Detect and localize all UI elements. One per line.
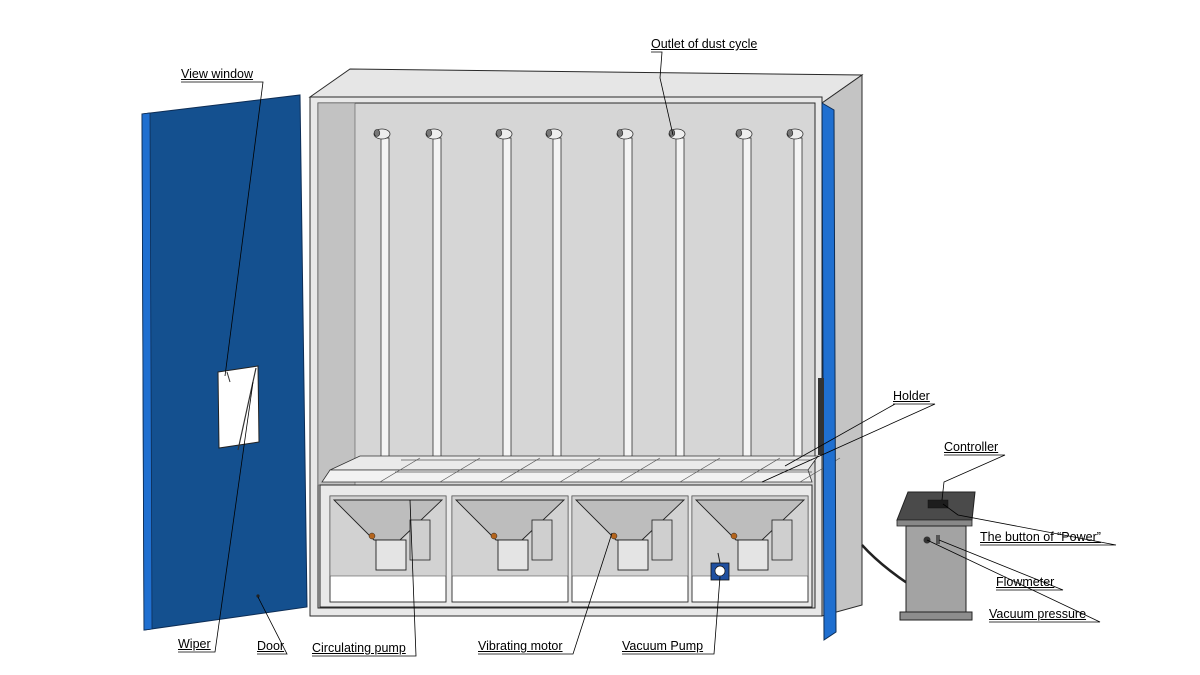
hopper-compartments <box>319 484 813 608</box>
label-circulating-pump: Circulating pump <box>312 641 406 655</box>
hopper-bay <box>691 495 809 603</box>
label-view-window: View window <box>181 67 254 81</box>
outlet-icon <box>495 129 503 137</box>
label-controller: Controller <box>944 440 999 454</box>
open-door <box>141 94 308 631</box>
hopper-bay <box>571 495 689 603</box>
outlet-icon <box>786 129 794 137</box>
label-wiper: Wiper <box>178 637 211 651</box>
outlet-icon <box>373 129 381 137</box>
motor-icon <box>730 532 738 540</box>
hopper-bay <box>451 495 569 603</box>
tube <box>616 128 634 469</box>
label-holder: Holder <box>893 389 930 403</box>
view-window-pane <box>217 365 260 449</box>
outlet-icon <box>425 129 433 137</box>
label-outlet-of-dust-cycle: Outlet of dust cycle <box>651 37 758 51</box>
vacuum-gauge-icon <box>936 535 940 544</box>
label-power-button: The button of “Power” <box>980 530 1101 544</box>
outlet-icon <box>545 129 553 137</box>
motor-icon <box>490 532 498 540</box>
label-vacuum-pressure: Vacuum pressure <box>989 607 1087 621</box>
label-vacuum-pump: Vacuum Pump <box>622 639 704 653</box>
tube-group <box>373 128 804 469</box>
leader-lines <box>178 51 1117 657</box>
motor-icon <box>368 532 376 540</box>
controller-unit <box>861 491 976 621</box>
holder-rack <box>321 455 841 483</box>
outlet-icon <box>616 129 624 137</box>
label-door: Door <box>257 639 285 653</box>
outlet-icon <box>735 129 743 137</box>
right-door-edge <box>818 102 837 641</box>
hopper-bay <box>329 495 447 603</box>
power-button-icon <box>927 499 949 509</box>
label-vibrating-motor: Vibrating motor <box>478 639 563 653</box>
tube <box>425 128 443 469</box>
label-flowmeter: Flowmeter <box>996 575 1055 589</box>
